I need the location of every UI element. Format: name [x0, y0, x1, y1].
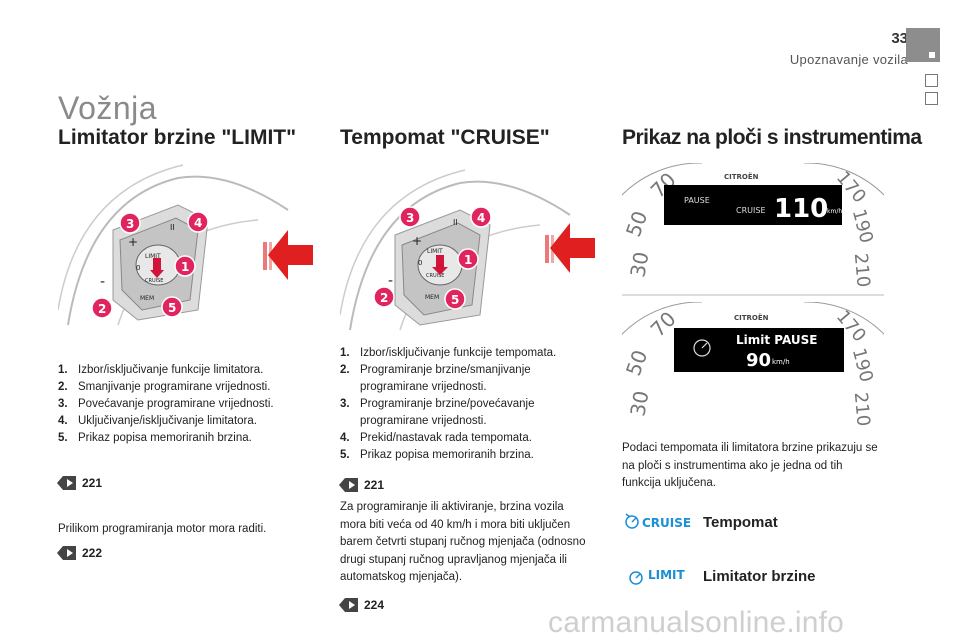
svg-text:km/h: km/h — [772, 358, 790, 366]
list-item: 4.Prekid/nastavak rada tempomata. — [340, 432, 532, 444]
svg-text:-: - — [388, 273, 393, 289]
svg-text:30: 30 — [625, 250, 653, 279]
list-item: 3.Programiranje brzine/povećavanje progr… — [340, 398, 535, 427]
callout-5: 5 — [168, 301, 176, 315]
svg-text:190: 190 — [848, 207, 877, 246]
svg-text:II: II — [170, 223, 175, 232]
button-label-cruise: CRUISE — [145, 278, 163, 284]
page-tab-marker — [906, 28, 940, 62]
page-number: 33 — [891, 30, 908, 47]
list-item: 5.Prikaz popisa memoriranih brzina. — [58, 432, 252, 444]
steering-wheel-cruise-illustration: LIMIT CRUISE 0 MEM II + - 3 4 1 2 5 — [340, 165, 602, 340]
cruise-function-list: 1.Izbor/isključivanje funkcije tempomata… — [340, 345, 590, 464]
svg-text:3: 3 — [406, 211, 414, 225]
display-description: Podaci tempomata ili limitatora brzine p… — [622, 442, 878, 489]
watermark: carmanualsonline.info — [548, 606, 845, 639]
page-marker-box — [925, 92, 938, 105]
steering-wheel-limit-illustration: LIMIT CRUISE 0 MEM II + - 3 4 1 2 5 — [58, 160, 318, 335]
svg-text:MEM: MEM — [425, 294, 439, 301]
svg-text:+: + — [412, 234, 422, 248]
svg-text:1: 1 — [464, 253, 472, 267]
page-reference-link[interactable]: 224 — [339, 595, 384, 615]
svg-text:II: II — [453, 218, 458, 227]
svg-text:LIMIT: LIMIT — [648, 568, 686, 582]
svg-text:210: 210 — [850, 252, 874, 288]
page-marker-box — [925, 74, 938, 87]
svg-text:km/h: km/h — [827, 208, 842, 215]
callout-4: 4 — [194, 216, 202, 230]
page-title: Vožnja — [58, 90, 158, 126]
svg-text:CRUISE: CRUISE — [642, 516, 691, 530]
svg-text:LIMIT: LIMIT — [427, 248, 443, 255]
button-label-limit: LIMIT — [145, 253, 161, 260]
heading-display: Prikaz na ploči s instrumentima — [622, 126, 922, 149]
heading-cruise: Tempomat "CRUISE" — [340, 126, 550, 149]
heading-limit: Limitator brzine "LIMIT" — [58, 126, 297, 149]
legend-label-cruise: Tempomat — [703, 514, 778, 531]
svg-text:5: 5 — [451, 293, 459, 307]
svg-text:0: 0 — [136, 264, 140, 272]
speed-value: 90 — [746, 350, 771, 371]
callout-1: 1 — [181, 260, 189, 274]
callout-3: 3 — [126, 217, 134, 231]
reference-arrow-icon — [57, 546, 76, 560]
page-reference-link[interactable]: 221 — [57, 473, 102, 493]
reference-arrow-icon — [339, 598, 358, 612]
status-pause: PAUSE — [684, 196, 710, 205]
svg-text:+: + — [128, 235, 138, 249]
svg-text:210: 210 — [850, 391, 874, 427]
limit-function-list: 1.Izbor/isključivanje funkcije limitator… — [58, 362, 318, 447]
svg-text:CRUISE: CRUISE — [426, 273, 444, 279]
list-item: 1.Izbor/isključivanje funkcije tempomata… — [340, 347, 557, 359]
page-reference-link[interactable]: 221 — [339, 475, 384, 495]
svg-text:50: 50 — [622, 208, 652, 240]
list-item: 2.Programiranje brzine/smanjivanje progr… — [340, 364, 531, 393]
svg-text:2: 2 — [380, 291, 388, 305]
speed-value: 110 — [774, 194, 828, 224]
reference-arrow-icon — [57, 476, 76, 490]
mode-cruise: CRUISE — [736, 206, 766, 215]
svg-text:50: 50 — [622, 347, 652, 379]
button-label-mem: MEM — [140, 295, 154, 302]
list-item: 1.Izbor/isključivanje funkcije limitator… — [58, 364, 264, 376]
svg-text:CITROËN: CITROËN — [724, 172, 759, 181]
svg-text:30: 30 — [625, 389, 653, 418]
list-item: 3.Povećavanje programirane vrijednosti. — [58, 398, 274, 410]
list-item: 5.Prikaz popisa memoriranih brzina. — [340, 449, 534, 461]
callout-2: 2 — [98, 302, 106, 316]
list-item: 4.Uključivanje/isključivanje limitatora. — [58, 415, 257, 427]
dashboard-cruise-display: 30 50 70 170 190 210 CITROËN PAUSE CRUIS… — [622, 163, 884, 296]
legend-label-limit: Limitator brzine — [703, 568, 816, 585]
svg-text:190: 190 — [848, 346, 877, 385]
svg-text:-: - — [100, 274, 105, 290]
page-reference-link[interactable]: 222 — [57, 543, 102, 563]
svg-text:CITROËN: CITROËN — [734, 313, 769, 322]
reference-arrow-icon — [339, 478, 358, 492]
cruise-note: Za programiranje ili aktiviranje, brzina… — [340, 501, 586, 583]
limit-note: Prilikom programiranja motor mora raditi… — [58, 523, 267, 535]
limit-indicator-icon: LIMIT — [626, 564, 692, 588]
dashboard-limit-display: 30 50 70 170 190 210 CITROËN Limit PAUSE… — [622, 302, 884, 434]
svg-text:4: 4 — [477, 211, 485, 225]
cruise-indicator-icon: CRUISE — [622, 510, 692, 534]
list-item: 2.Smanjivanje programirane vrijednosti. — [58, 381, 271, 393]
section-name: Upoznavanje vozila — [789, 52, 908, 67]
status-limit-pause: Limit PAUSE — [736, 333, 818, 347]
svg-text:0: 0 — [418, 259, 422, 267]
